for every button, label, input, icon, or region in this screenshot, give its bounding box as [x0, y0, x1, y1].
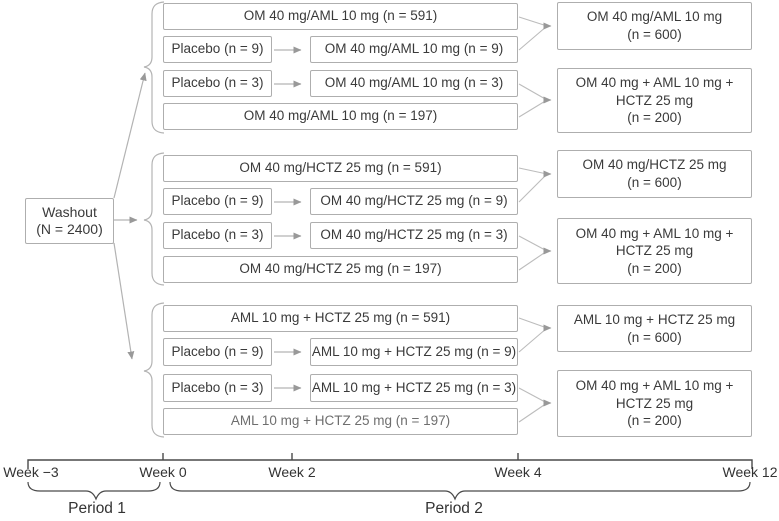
- group3-switch9-box: AML 10 mg + HCTZ 25 mg (n = 9): [310, 338, 518, 366]
- group2-outcome-top-line1: OM 40 mg/HCTZ 25 mg: [582, 157, 727, 173]
- group2-outcome-bottom-line3: (n = 200): [627, 260, 682, 276]
- group3-row4-box: AML 10 mg + HCTZ 25 mg (n = 197): [163, 408, 518, 435]
- washout-to-group1-arrow: [113, 72, 147, 199]
- group3-outcome-top-box: AML 10 mg + HCTZ 25 mg (n = 600): [557, 305, 752, 352]
- timeline-axis: [27, 453, 753, 469]
- group2-outcome-bottom-lines: [518, 235, 548, 271]
- week-0-label: Week 0: [139, 464, 187, 480]
- group3-outcome-bottom-line2: HCTZ 25 mg: [615, 395, 694, 411]
- group2-switch3-box: OM 40 mg/HCTZ 25 mg (n = 3): [310, 222, 518, 249]
- group1-outcome-top-lines: [518, 16, 548, 51]
- group3-brace: [143, 302, 165, 438]
- group2-row4-box: OM 40 mg/HCTZ 25 mg (n = 197): [163, 256, 518, 283]
- outcome-connectors: [518, 16, 552, 423]
- group3-outcome-top-line1: AML 10 mg + HCTZ 25 mg: [573, 311, 736, 327]
- group1-row4-box: OM 40 mg/AML 10 mg (n = 197): [163, 103, 518, 130]
- group3-outcome-bottom-line3: (n = 200): [627, 413, 682, 429]
- group1-outcome-bottom-line1: OM 40 mg + AML 10 mg +: [575, 75, 734, 91]
- group1-outcome-top-line2: (n = 600): [627, 27, 682, 42]
- group1-outcome-bottom-lines: [518, 83, 548, 118]
- placebo-arrows: [274, 46, 302, 392]
- group1-switch3-box: OM 40 mg/AML 10 mg (n = 3): [310, 70, 518, 97]
- group1-outcome-top-line1: OM 40 mg/AML 10 mg: [586, 9, 723, 25]
- week-12-label: Week 12: [722, 464, 778, 480]
- period-1-label: Period 1: [68, 500, 126, 517]
- group3-outcome-bottom-box: OM 40 mg + AML 10 mg + HCTZ 25 mg (n = 2…: [557, 370, 752, 437]
- group1-placebo9-box: Placebo (n = 9): [163, 36, 272, 63]
- group2-outcome-bottom-box: OM 40 mg + AML 10 mg + HCTZ 25 mg (n = 2…: [557, 218, 752, 284]
- group3-switch3-box: AML 10 mg + HCTZ 25 mg (n = 3): [310, 374, 518, 402]
- group3-placebo9-box: Placebo (n = 9): [163, 338, 272, 366]
- period2-brace: [169, 481, 751, 501]
- group2-placebo3-box: Placebo (n = 3): [163, 222, 272, 249]
- group3-outcome-top-lines: [518, 317, 548, 353]
- group3-outcome-bottom-lines: [518, 387, 548, 423]
- group2-brace: [143, 152, 165, 286]
- group3-outcome-top-line2: (n = 600): [627, 329, 682, 345]
- group1-outcome-bottom-box: OM 40 mg + AML 10 mg + HCTZ 25 mg (n = 2…: [557, 68, 752, 133]
- group2-outcome-bottom-line1: OM 40 mg + AML 10 mg +: [575, 225, 734, 241]
- washout-line1: Washout: [42, 203, 97, 220]
- group1-placebo3-box: Placebo (n = 3): [163, 70, 272, 97]
- group2-outcome-top-line2: (n = 600): [627, 175, 682, 190]
- washout-text: Washout (N = 2400): [36, 204, 103, 239]
- group1-outcome-bottom-line2: HCTZ 25 mg: [615, 92, 694, 108]
- group3-row1-box: AML 10 mg + HCTZ 25 mg (n = 591): [163, 305, 518, 332]
- group1-outcome-top-box: OM 40 mg/AML 10 mg (n = 600): [557, 2, 752, 50]
- period-braces: [27, 481, 751, 501]
- group1-outcome-bottom-line3: (n = 200): [627, 110, 682, 126]
- group3-placebo3-box: Placebo (n = 3): [163, 374, 272, 402]
- group2-switch9-box: OM 40 mg/HCTZ 25 mg (n = 9): [310, 188, 518, 215]
- washout-line2: (N = 2400): [36, 221, 103, 237]
- group2-row1-box: OM 40 mg/HCTZ 25 mg (n = 591): [163, 155, 518, 182]
- period-2-label: Period 2: [425, 500, 483, 517]
- week-2-label: Week 2: [268, 464, 316, 480]
- group1-row1-box: OM 40 mg/AML 10 mg (n = 591): [163, 3, 518, 30]
- washout-box: Washout (N = 2400): [25, 198, 114, 244]
- period1-brace: [27, 481, 161, 501]
- group2-placebo9-box: Placebo (n = 9): [163, 188, 272, 215]
- washout-to-group3-arrow: [113, 242, 135, 360]
- timeline-axis-line: [27, 459, 753, 469]
- group1-brace: [143, 1, 165, 134]
- group1-switch9-box: OM 40 mg/AML 10 mg (n = 9): [310, 36, 518, 63]
- group2-outcome-top-box: OM 40 mg/HCTZ 25 mg (n = 600): [557, 150, 752, 198]
- group2-outcome-top-lines: [518, 167, 548, 203]
- group2-outcome-bottom-line2: HCTZ 25 mg: [615, 243, 694, 259]
- group3-outcome-bottom-line1: OM 40 mg + AML 10 mg +: [575, 378, 734, 394]
- group-braces: [143, 1, 165, 438]
- week-4-label: Week 4: [494, 464, 542, 480]
- week-minus3-label: Week −3: [3, 464, 59, 480]
- washout-arrows: [113, 72, 147, 360]
